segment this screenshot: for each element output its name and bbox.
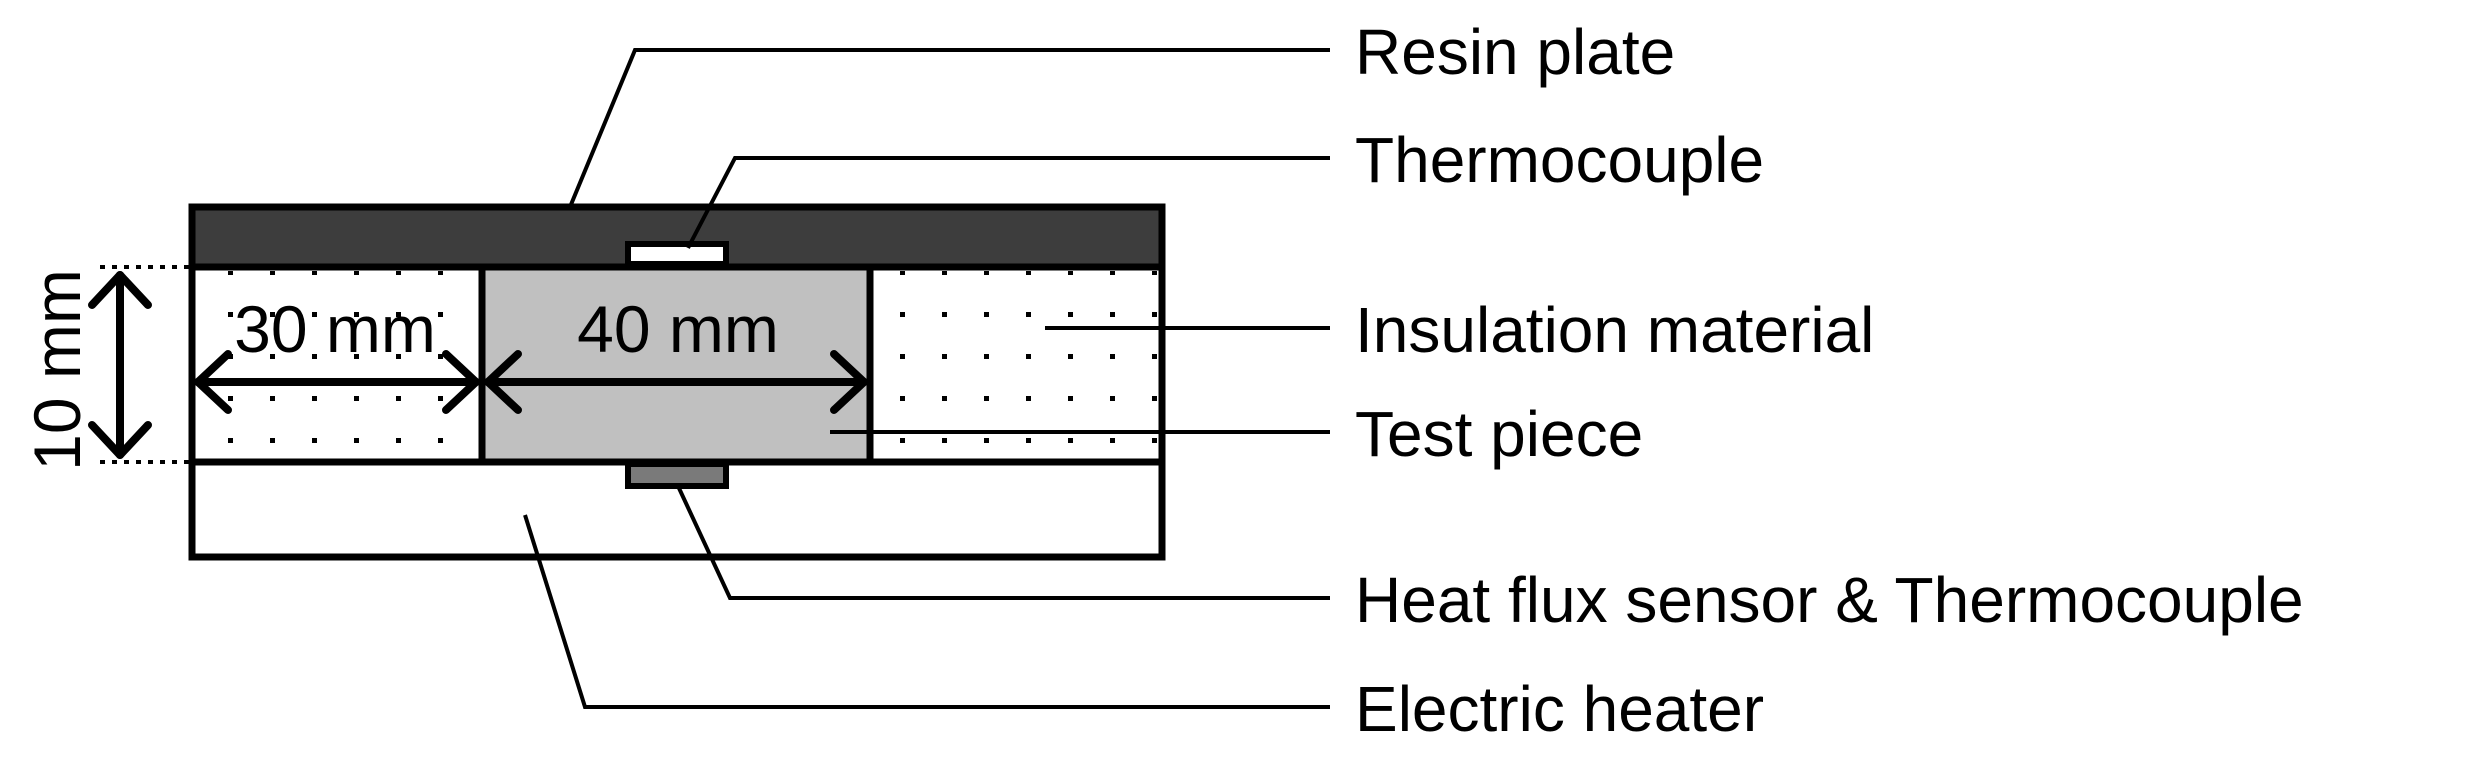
heat-flux-sensor (625, 461, 729, 489)
label-test-piece: Test piece (1355, 398, 1643, 470)
leader-thermocouple (686, 156, 1330, 249)
label-electric-heater: Electric heater (1355, 673, 1764, 745)
thermocouple-top (625, 241, 729, 267)
dimension-40mm: 40 mm (577, 292, 779, 366)
label-heat-flux-sensor: Heat flux sensor & Thermocouple (1355, 564, 2304, 636)
label-thermocouple: Thermocouple (1355, 124, 1764, 196)
dimension-10mm: 10 mm (20, 269, 94, 471)
insulation-width-arrow (194, 350, 480, 414)
test-piece (478, 263, 874, 466)
leader-resin-plate (568, 48, 1330, 208)
leader-heat-flux-sensor (676, 485, 1330, 600)
dimension-30mm: 30 mm (234, 292, 436, 366)
label-insulation-material: Insulation material (1355, 294, 1874, 366)
insulation-left-dots (196, 271, 478, 458)
insulation-right-dots (874, 271, 1158, 458)
thickness-arrow (88, 271, 152, 459)
label-resin-plate: Resin plate (1355, 16, 1675, 88)
test-piece-width-arrow (484, 350, 868, 414)
leader-electric-heater (523, 514, 1330, 709)
